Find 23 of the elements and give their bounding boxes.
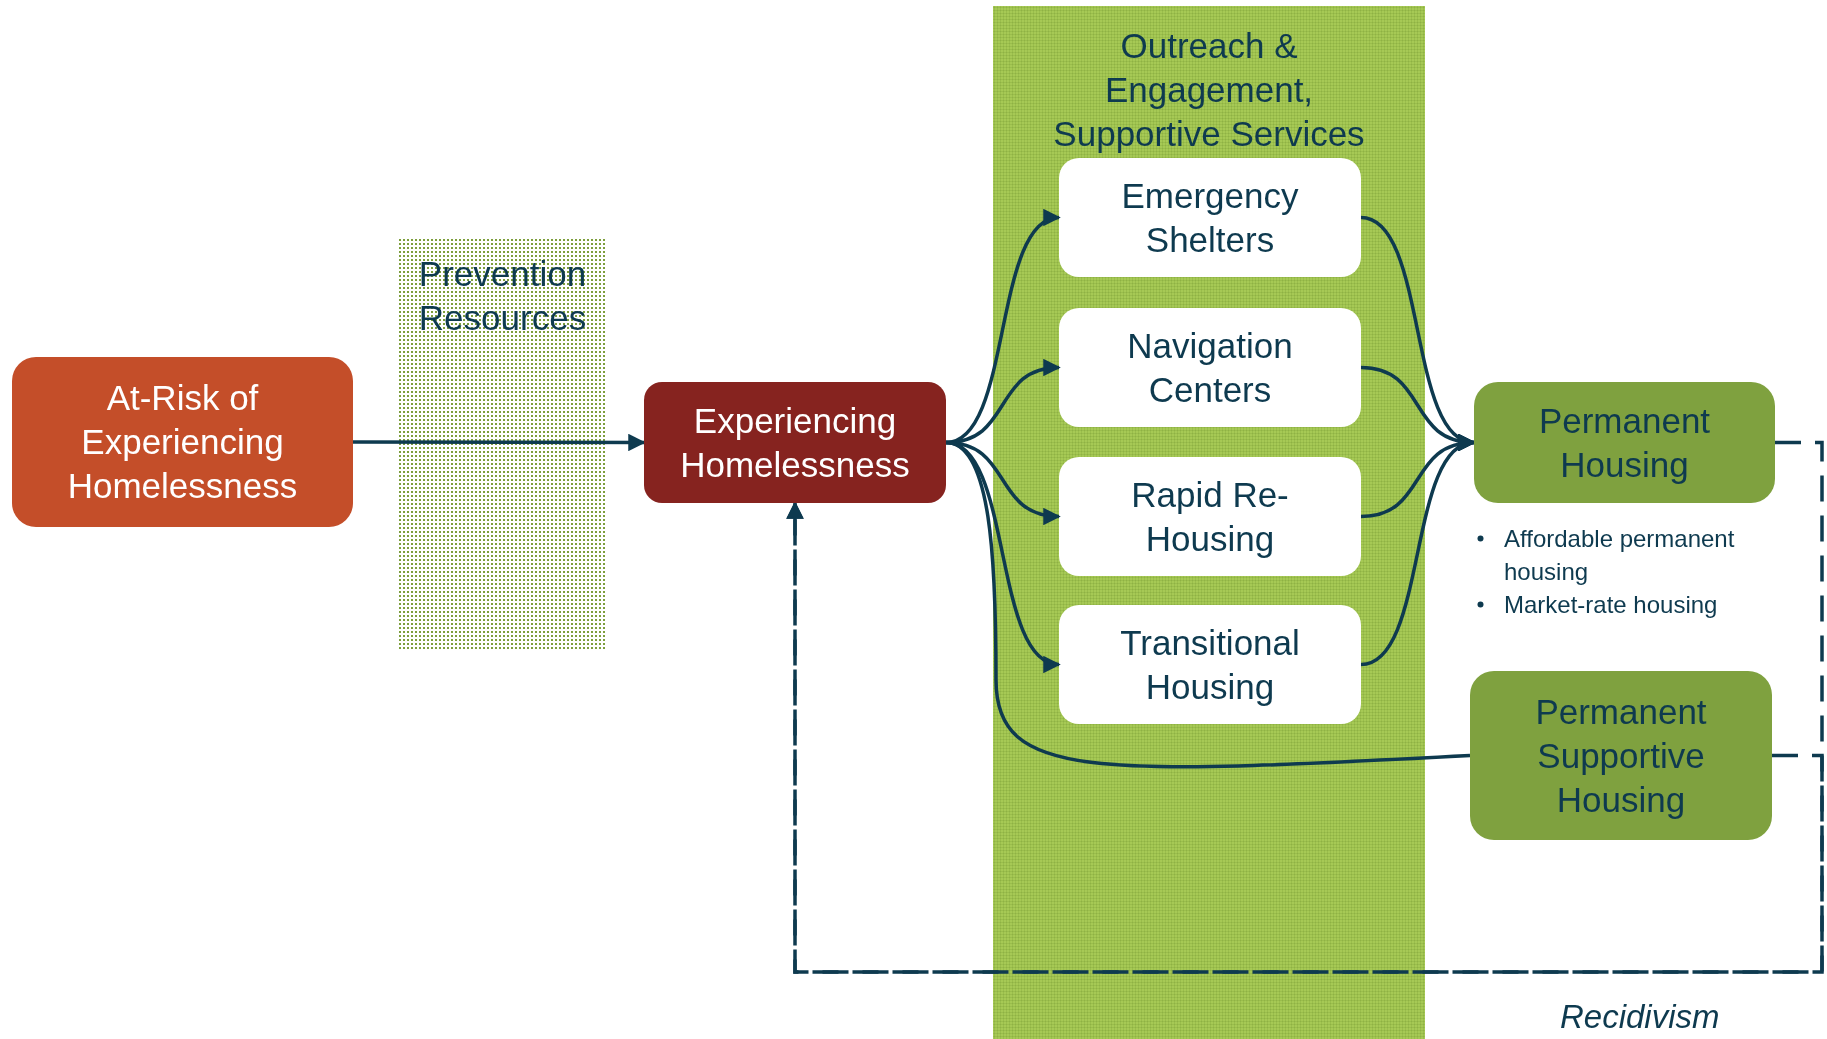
service-box — [1059, 308, 1361, 427]
process-box — [644, 382, 946, 503]
service-box — [1059, 457, 1361, 576]
loop-label: Recidivism — [1560, 998, 1720, 1036]
node-label: Rapid Re-Housing — [1130, 473, 1290, 560]
node-label: Navigation Centers — [1126, 324, 1294, 411]
node-label: Permanent Housing — [1537, 399, 1712, 486]
node-label: Outreach & Engagement, Supportive Services — [1052, 25, 1366, 155]
node-label: Prevention Resources — [417, 253, 588, 339]
arrow — [353, 433, 646, 452]
node-label: At-Risk of Experiencing Homelessness — [66, 377, 299, 507]
service-box — [1059, 605, 1361, 724]
bullet-text: Market-rate housing — [1504, 591, 1718, 618]
bullet-text: Affordable permanent housing — [1504, 525, 1735, 585]
node-label: Transitional Housing — [1119, 621, 1301, 708]
node-label: Emergency Shelters — [1120, 174, 1300, 261]
service-box — [1059, 158, 1361, 277]
process-box — [12, 357, 353, 527]
housing-box — [1470, 671, 1772, 840]
housing-box — [1474, 382, 1775, 503]
node-label: Permanent Supportive Housing — [1534, 690, 1708, 821]
service-band — [993, 6, 1425, 1039]
node-label: Experiencing Homelessness — [679, 399, 911, 486]
